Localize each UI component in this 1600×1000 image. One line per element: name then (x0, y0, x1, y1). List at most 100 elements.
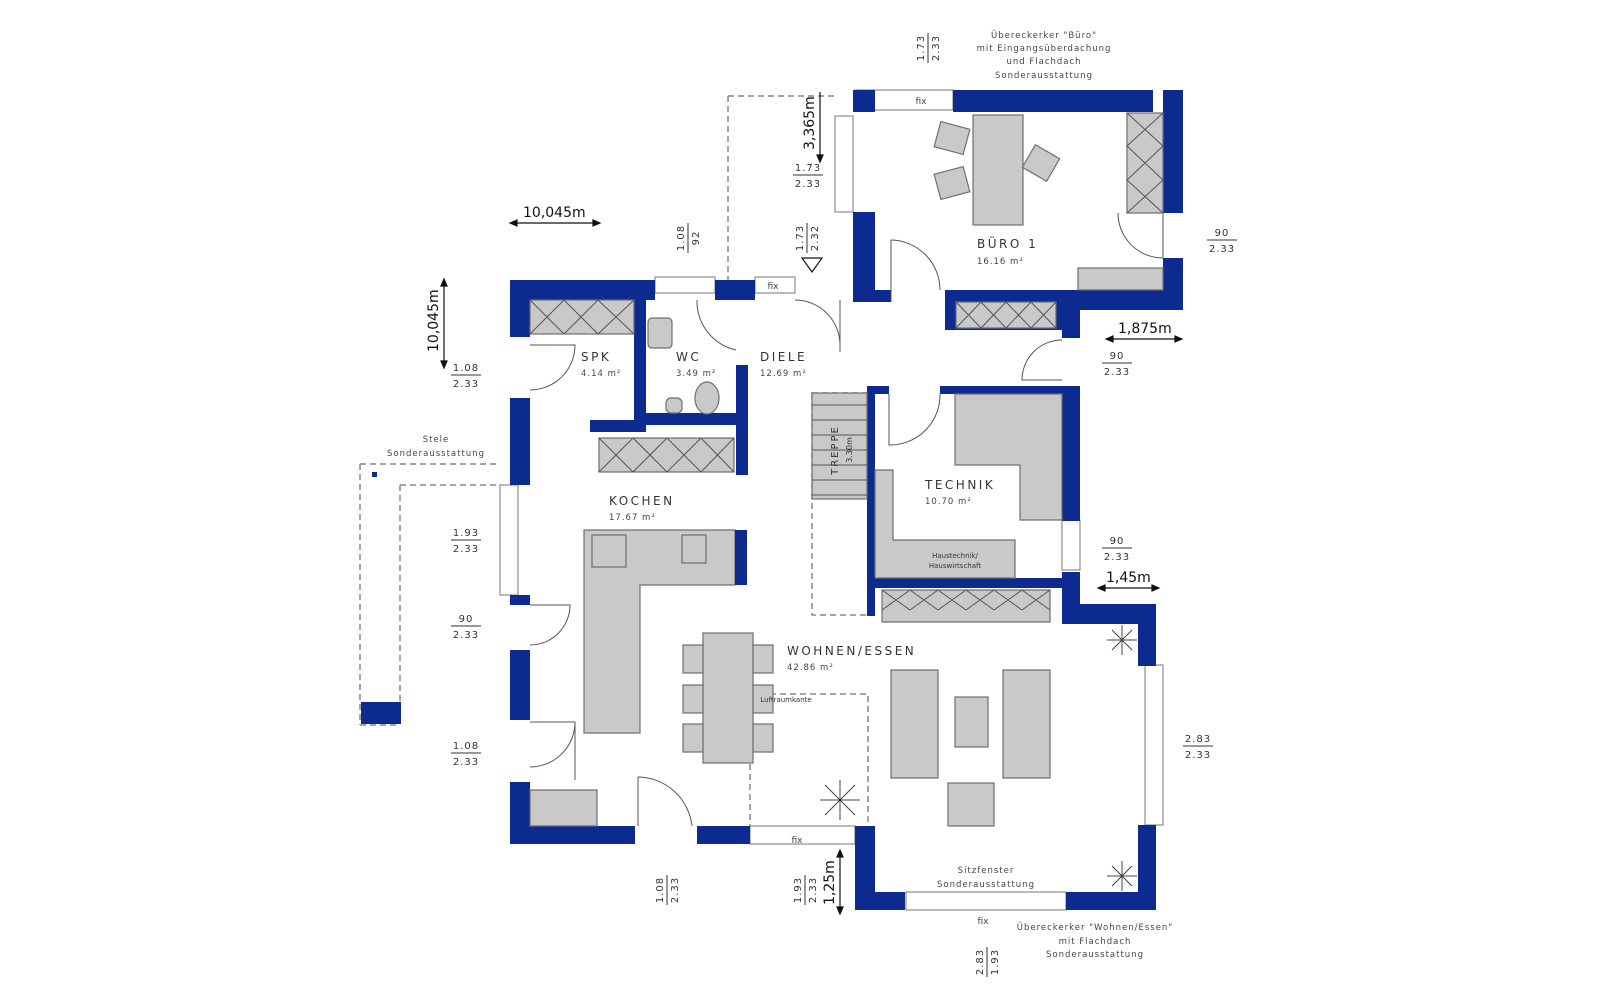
room-name: SPK (581, 350, 611, 364)
svg-text:Sonderausstattung: Sonderausstattung (1046, 950, 1144, 960)
bidet (665, 397, 683, 414)
room-area: 4.14 m² (581, 369, 621, 379)
svg-text:1.08: 1.08 (676, 225, 687, 251)
svg-text:Übereckerker "Büro": Übereckerker "Büro" (991, 30, 1097, 41)
sofa-left (890, 669, 939, 779)
room-name: BÜRO 1 (977, 235, 1038, 251)
svg-text:2.33: 2.33 (453, 379, 479, 390)
dimension-label: 1,875m (1118, 321, 1172, 337)
svg-text:1.93: 1.93 (990, 949, 1001, 975)
note-buero-erker: Übereckerker "Büro" mit Eingangsüberdach… (977, 30, 1112, 81)
stairs-size: 3.30m (845, 437, 854, 463)
toilet (694, 381, 720, 415)
stairs-label: TREPPE (830, 425, 841, 476)
svg-text:92: 92 (691, 231, 702, 246)
svg-text:90: 90 (1215, 228, 1230, 239)
dimension-label: 10,045m (426, 289, 442, 352)
svg-text:1.93: 1.93 (793, 877, 804, 903)
svg-text:mit Eingangsüberdachung: mit Eingangsüberdachung (977, 44, 1112, 54)
svg-text:1.73: 1.73 (795, 163, 821, 174)
sideboard (529, 789, 598, 827)
svg-text:Sitzfenster: Sitzfenster (958, 866, 1015, 876)
dimension-arrows (440, 92, 1184, 916)
opening-labels: 1.73 2.33 90 2.33 1.08 2.33 90 2.33 1.93 2.33… (451, 33, 1237, 977)
furniture (529, 112, 1164, 827)
stele-marker (372, 472, 377, 477)
room-area: 16.16 m² (977, 257, 1024, 267)
svg-text:Hauswirtschaft: Hauswirtschaft (929, 562, 981, 570)
kitchen-upper-cabinets (598, 437, 735, 473)
dimension-label: 1,45m (1106, 570, 1151, 586)
svg-text:1.08: 1.08 (453, 363, 479, 374)
fix-label: fix (792, 836, 804, 846)
sofa-right (1002, 669, 1051, 779)
note-haustechnik: Haustechnik/ Hauswirtschaft (929, 552, 981, 570)
svg-text:und Flachdach: und Flachdach (1006, 57, 1081, 67)
svg-text:1.08: 1.08 (453, 741, 479, 752)
stele-base (361, 702, 401, 724)
note-sitzfenster: Sitzfenster Sonderausstattung (937, 866, 1035, 890)
svg-text:1.93: 1.93 (453, 528, 479, 539)
spk-shelves (529, 299, 635, 335)
fix-label: fix (978, 917, 990, 927)
svg-text:2.33: 2.33 (1209, 244, 1235, 255)
technik-counter-bottom (874, 469, 1016, 579)
dimension-label: 10,045m (523, 205, 586, 221)
wc-sink (647, 317, 673, 349)
svg-text:2.33: 2.33 (1185, 750, 1211, 761)
room-name: WOHNEN/ESSEN (787, 644, 916, 658)
kitchen-sink (681, 534, 707, 564)
chair (933, 120, 971, 156)
room-name: KOCHEN (609, 494, 675, 508)
svg-text:Stele: Stele (423, 435, 450, 445)
svg-text:2.33: 2.33 (453, 630, 479, 641)
doors (529, 212, 1164, 827)
svg-text:90: 90 (1110, 536, 1125, 547)
svg-text:mit Flachdach: mit Flachdach (1059, 937, 1132, 947)
svg-text:2.33: 2.33 (453, 757, 479, 768)
room-area: 42.86 m² (787, 663, 834, 673)
svg-text:2.33: 2.33 (1104, 367, 1130, 378)
room-area: 17.67 m² (609, 513, 656, 523)
room-area: 3.49 m² (676, 369, 716, 379)
svg-text:2.33: 2.33 (1104, 552, 1130, 563)
room-name: DIELE (760, 350, 807, 364)
dining-table (702, 632, 754, 764)
armchair (947, 782, 995, 827)
svg-text:2.33: 2.33 (453, 544, 479, 555)
svg-text:90: 90 (1110, 351, 1125, 362)
room-area: 12.69 m² (760, 369, 807, 379)
svg-text:Haustechnik/: Haustechnik/ (932, 552, 978, 560)
desk (972, 114, 1024, 226)
svg-text:Übereckerker "Wohnen/Essen": Übereckerker "Wohnen/Essen" (1017, 922, 1173, 933)
room-name: TECHNIK (924, 478, 995, 492)
stove (591, 534, 627, 568)
plant-icons (820, 625, 1137, 891)
fix-label: fix (768, 282, 780, 292)
note-luftraumkante: Luftraumkante (760, 696, 811, 704)
svg-text:2.83: 2.83 (1185, 734, 1211, 745)
technik-counter-top (954, 393, 1063, 521)
svg-text:90: 90 (459, 614, 474, 625)
svg-text:2.32: 2.32 (810, 225, 821, 251)
stairs (811, 392, 868, 500)
coffee-table (954, 696, 989, 748)
diele-wardrobe (955, 301, 1057, 329)
svg-text:Sonderausstattung: Sonderausstattung (387, 449, 485, 459)
svg-text:Sonderausstattung: Sonderausstattung (995, 71, 1093, 81)
note-wohnen-erker: Übereckerker "Wohnen/Essen" mit Flachdac… (1017, 922, 1173, 960)
tv-sideboard (881, 589, 1051, 623)
buero-sideboard (1077, 267, 1164, 291)
svg-text:1.73: 1.73 (795, 225, 806, 251)
chair (933, 165, 971, 201)
svg-text:Sonderausstattung: Sonderausstattung (937, 880, 1035, 890)
svg-text:1.73: 1.73 (916, 35, 927, 61)
dimension-label: 1,25m (822, 860, 838, 905)
note-stele: Stele Sonderausstattung (387, 435, 485, 459)
dimension-label: 3,365m (802, 96, 818, 150)
svg-text:2.33: 2.33 (931, 35, 942, 61)
room-name: WC (676, 350, 701, 364)
svg-text:2.33: 2.33 (808, 877, 819, 903)
svg-text:1.08: 1.08 (655, 877, 666, 903)
